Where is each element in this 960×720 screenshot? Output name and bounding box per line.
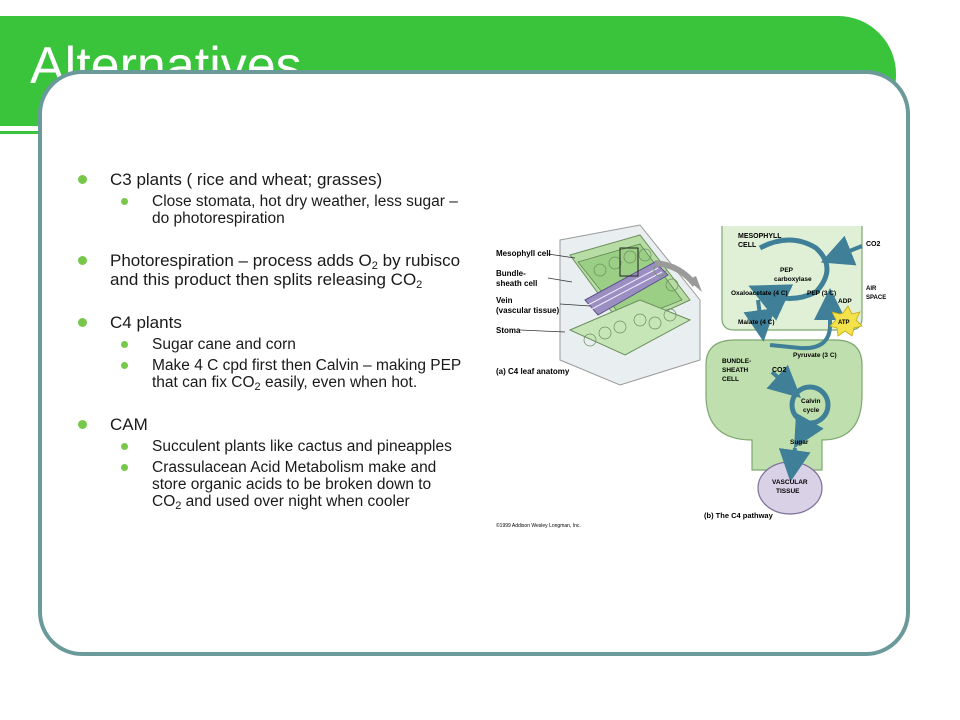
sub-bullet-c3-text: Close stomata, hot dry weather, less sug… [152,193,458,227]
bullet-photo-part1: Photorespiration – process adds O [110,251,372,270]
sub-bullet-c4-sugarcane: Sugar cane and corn [74,336,464,353]
label-stoma: Stoma [496,326,521,335]
pathway-co2-in: CO2 [866,241,881,248]
pathway-malate: Malate (4 C) [738,319,774,326]
pathway-pep-carboxylase-1: PEP [780,267,794,274]
pathway-vascular-2: TISSUE [776,488,800,495]
bullet-dot-icon [78,175,87,184]
bullet-dot-icon [78,256,87,265]
sub-bullet-c4-part1: Make 4 C cpd first then Calvin – making … [152,357,461,391]
pathway-bundle-1: BUNDLE- [722,358,751,365]
pathway-pep-carboxylase-2: carboxylase [774,276,812,283]
sub-bullet-c3-stomata: Close stomata, hot dry weather, less sug… [74,193,464,227]
pathway-pyruvate: Pyruvate (3 C) [793,352,837,359]
pathway-atp: ATP [838,320,850,326]
pathway-vascular-1: VASCULAR [772,479,808,486]
label-vein-2: (vascular tissue) [496,306,559,315]
sub-bullet-dot-icon [121,362,128,369]
bullet-photo-part2: by rubisco and this product then splits … [110,251,461,289]
pathway-pep-3c: PEP (3 C) [807,290,836,297]
subscript: 2 [371,260,378,272]
sub-bullet-c4-pep: Make 4 C cpd first then Calvin – making … [74,357,464,393]
sub-bullet-c4-text1: Sugar cane and corn [152,336,296,353]
bullet-cam-text: CAM [110,415,148,434]
label-bundle-sheath-1: Bundle- [496,269,526,278]
c4-pathway-diagram [705,226,863,515]
sub-bullet-c4-part2: easily, even when hot. [260,374,418,391]
bullet-photorespiration: Photorespiration – process adds O2 by ru… [74,251,464,291]
sub-bullet-dot-icon [121,464,128,471]
bullet-list: C3 plants ( rice and wheat; grasses) Clo… [74,170,464,514]
pathway-mesophyll-2: CELL [738,242,757,249]
label-bundle-sheath-2: sheath cell [496,279,537,288]
pathway-co2-bundle: CO2 [772,367,787,374]
sub-bullet-dot-icon [121,341,128,348]
pathway-bundle-3: CELL [722,376,739,383]
sub-bullet-cam-text1: Succulent plants like cactus and pineapp… [152,438,452,455]
bullet-c4-plants: C4 plants [74,313,464,332]
bullet-dot-icon [78,420,87,429]
sub-bullet-dot-icon [121,443,128,450]
bullet-c3-plants: C3 plants ( rice and wheat; grasses) [74,170,464,189]
leaf-anatomy-illustration [519,224,701,386]
sub-bullet-cam-crassulacean: Crassulacean Acid Metabolism make and st… [74,459,464,512]
label-vein-1: Vein [496,296,513,305]
sub-bullet-cam-part1: Crassulacean Acid Metabolism make and st… [152,459,437,510]
pathway-calvin-2: cycle [803,407,820,414]
sub-bullet-cam-succulent: Succulent plants like cactus and pineapp… [74,438,464,455]
pathway-air-space-1: AIR [866,286,877,292]
label-mesophyll-cell: Mesophyll cell [496,249,551,258]
bullet-c3-text: C3 plants ( rice and wheat; grasses) [110,170,383,189]
pathway-oxaloacetate: Oxaloacetate (4 C) [731,290,788,297]
bullet-cam: CAM [74,415,464,434]
pathway-air-space-2: SPACE [866,295,886,301]
atp-burst-icon [829,305,863,337]
sub-bullet-dot-icon [121,198,128,205]
leaf-anatomy-caption: (a) C4 leaf anatomy [496,367,570,376]
bullet-dot-icon [78,318,87,327]
pathway-mesophyll-1: MESOPHYLL [738,233,782,240]
pathway-adp: ADP [838,298,852,305]
pathway-sugar: Sugar [790,439,809,446]
pathway-bundle-2: SHEATH [722,367,749,374]
zoom-arrowhead-icon [688,276,702,292]
pathway-calvin-1: Calvin [801,398,821,405]
figure-copyright: ©1999 Addison Wesley Longman, Inc. [496,522,581,529]
subscript: 2 [416,279,423,291]
subscript: 2 [175,500,182,512]
subscript: 2 [254,381,261,393]
bullet-c4-text: C4 plants [110,313,182,332]
sub-bullet-cam-part2: and used over night when cooler [181,493,410,510]
pathway-caption: (b) The C4 pathway [704,511,774,520]
